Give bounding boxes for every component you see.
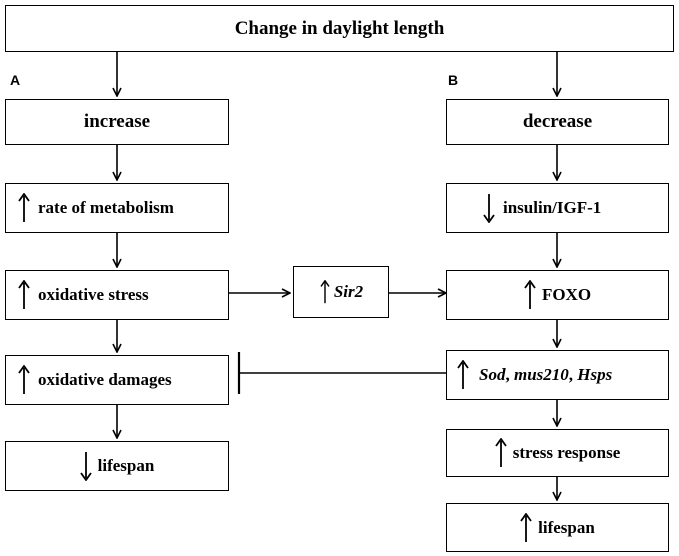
oxidative-stress-text: oxidative stress <box>38 285 149 304</box>
left-lifespan-box: lifespan <box>5 441 229 491</box>
title-box: Change in daylight length <box>5 5 674 52</box>
up-arrow-icon <box>320 280 330 304</box>
insulin-text: insulin/IGF-1 <box>503 198 602 217</box>
up-arrow-icon <box>495 438 507 467</box>
stress-response-box: stress response <box>446 429 669 477</box>
metabolism-box: rate of metabolism <box>5 183 229 233</box>
title-text: Change in daylight length <box>234 17 445 39</box>
foxo-box: FOXO <box>446 270 669 320</box>
down-arrow-icon <box>79 452 92 481</box>
decrease-box: decrease <box>446 99 669 145</box>
foxo-text: FOXO <box>541 285 592 304</box>
mus210-text: mus210 <box>513 365 569 384</box>
decrease-text: decrease <box>522 111 593 132</box>
down-arrow-icon <box>483 194 495 223</box>
right-lifespan-text: lifespan <box>538 517 595 537</box>
panel-label-b: B <box>448 72 459 88</box>
right-lifespan-box: lifespan <box>446 503 669 552</box>
metabolism-text: rate of metabolism <box>38 198 174 217</box>
hsps-text: Hsps <box>577 365 613 384</box>
sod-text: Sod <box>479 365 506 384</box>
increase-box: increase <box>5 99 229 145</box>
up-arrow-icon <box>18 193 30 222</box>
separator-2: , <box>568 365 578 384</box>
up-arrow-icon <box>524 280 536 309</box>
stress-response-text: stress response <box>512 443 621 462</box>
insulin-box: insulin/IGF-1 <box>446 183 669 233</box>
sod-mus210-hsps-box: Sod, mus210, Hsps <box>446 350 669 400</box>
up-arrow-icon <box>520 512 532 542</box>
sir2-box: Sir2 <box>293 266 389 318</box>
left-lifespan-text: lifespan <box>97 456 155 475</box>
oxidative-stress-box: oxidative stress <box>5 270 229 320</box>
up-arrow-icon <box>457 360 469 389</box>
separator-1: , <box>505 365 514 384</box>
increase-text: increase <box>83 111 151 132</box>
sir2-text: Sir2 <box>333 282 364 301</box>
up-arrow-icon <box>18 365 30 394</box>
oxidative-damages-box: oxidative damages <box>5 355 229 405</box>
oxidative-damages-text: oxidative damages <box>38 370 172 389</box>
up-arrow-icon <box>18 280 30 309</box>
panel-label-a: A <box>10 72 21 88</box>
